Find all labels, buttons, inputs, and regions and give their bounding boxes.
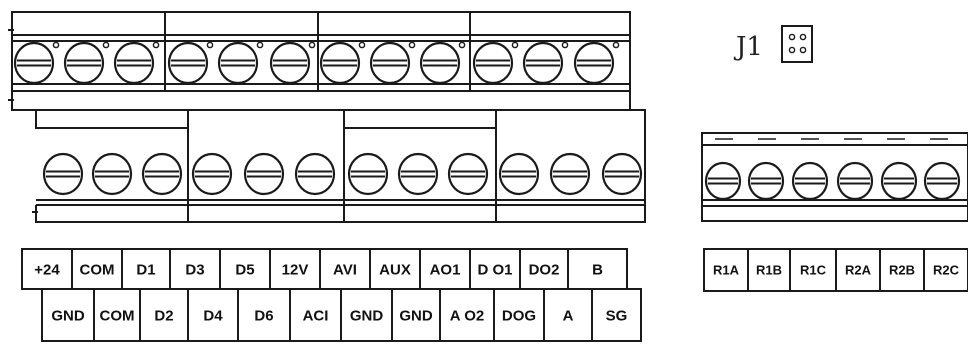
terminal-label: COM bbox=[100, 307, 135, 324]
terminal-label: DO2 bbox=[529, 261, 560, 278]
terminal-screw-icon bbox=[369, 41, 416, 85]
terminal-label: D O1 bbox=[477, 261, 512, 278]
lower-screws bbox=[42, 152, 643, 196]
upper-screws bbox=[13, 41, 620, 85]
terminal-label: DOG bbox=[502, 307, 536, 324]
terminal-screw-icon bbox=[747, 161, 785, 201]
relay-screws bbox=[704, 138, 961, 201]
terminal-label: COM bbox=[80, 261, 115, 278]
terminal-label: R1A bbox=[713, 263, 740, 278]
terminal-label: D6 bbox=[254, 307, 273, 324]
terminal-screw-icon bbox=[167, 41, 214, 85]
jumper-label: J1 bbox=[733, 32, 763, 62]
terminal-screw-icon bbox=[704, 161, 742, 201]
upper-label-row: +24 COM D1 D3 D5 12V AVI AUX AO1 D O1 DO2 B bbox=[21, 248, 628, 290]
terminal-screw-icon bbox=[91, 152, 133, 196]
terminal-label: D5 bbox=[235, 261, 254, 278]
terminal-screw-icon bbox=[836, 161, 874, 201]
jumper-j1-icon bbox=[781, 25, 813, 63]
terminal-label: GND bbox=[399, 307, 433, 324]
relay-label-row: R1A R1B R1C R2A R2B R2C bbox=[703, 248, 968, 292]
terminal-screw-icon bbox=[791, 161, 829, 201]
terminal-screw-icon bbox=[522, 41, 569, 85]
terminal-label: 12V bbox=[282, 261, 309, 278]
terminal-label: +24 bbox=[34, 261, 60, 278]
terminal-label: R2C bbox=[933, 263, 960, 278]
terminal-label: SG bbox=[606, 307, 628, 324]
terminal-label: R1B bbox=[756, 263, 782, 278]
terminal-label: R1C bbox=[800, 263, 827, 278]
terminal-screw-icon bbox=[243, 152, 285, 196]
terminal-screw-icon bbox=[549, 152, 591, 196]
terminal-screw-icon bbox=[472, 41, 519, 85]
lower-label-row: GND COM D2 D4 D6 ACI GND GND A O2 DOG A SG bbox=[41, 288, 642, 342]
terminal-screw-icon bbox=[923, 161, 961, 201]
terminal-label: AUX bbox=[379, 261, 411, 278]
terminal-screw-icon bbox=[419, 41, 466, 85]
terminal-label: R2A bbox=[845, 263, 872, 278]
terminal-screw-icon bbox=[63, 41, 110, 85]
terminal-label: AO1 bbox=[430, 261, 461, 278]
terminal-screw-icon bbox=[294, 152, 336, 196]
terminal-label: A O2 bbox=[450, 307, 484, 324]
relay-block-body bbox=[701, 132, 968, 222]
terminal-label: GND bbox=[350, 307, 384, 324]
terminal-screw-icon bbox=[347, 152, 389, 196]
terminal-label: D3 bbox=[185, 261, 204, 278]
terminal-label: D2 bbox=[154, 307, 173, 324]
terminal-screw-icon bbox=[498, 152, 540, 196]
terminal-label: ACI bbox=[303, 307, 329, 324]
terminal-screw-icon bbox=[319, 41, 366, 85]
terminal-label: D1 bbox=[136, 261, 155, 278]
terminal-screw-icon bbox=[397, 152, 439, 196]
terminal-screw-icon bbox=[269, 41, 316, 85]
terminal-screw-icon bbox=[573, 41, 620, 85]
terminal-screw-icon bbox=[880, 161, 918, 201]
relay-screw-block bbox=[701, 132, 968, 222]
terminal-screw-icon bbox=[601, 152, 643, 196]
terminal-screw-icon bbox=[217, 41, 264, 85]
lower-screw-block bbox=[12, 109, 646, 223]
terminal-screw-icon bbox=[42, 152, 84, 196]
terminal-label: AVI bbox=[333, 261, 357, 278]
terminal-label: D4 bbox=[203, 307, 223, 324]
terminal-label: R2B bbox=[889, 263, 915, 278]
terminal-screw-icon bbox=[191, 152, 233, 196]
terminal-label: GND bbox=[51, 307, 85, 324]
terminal-label: B bbox=[592, 261, 603, 278]
terminal-screw-icon bbox=[113, 41, 160, 85]
terminal-label: A bbox=[563, 307, 574, 324]
terminal-screw-icon bbox=[141, 152, 183, 196]
terminal-screw-icon bbox=[447, 152, 489, 196]
terminal-screw-icon bbox=[13, 41, 60, 85]
